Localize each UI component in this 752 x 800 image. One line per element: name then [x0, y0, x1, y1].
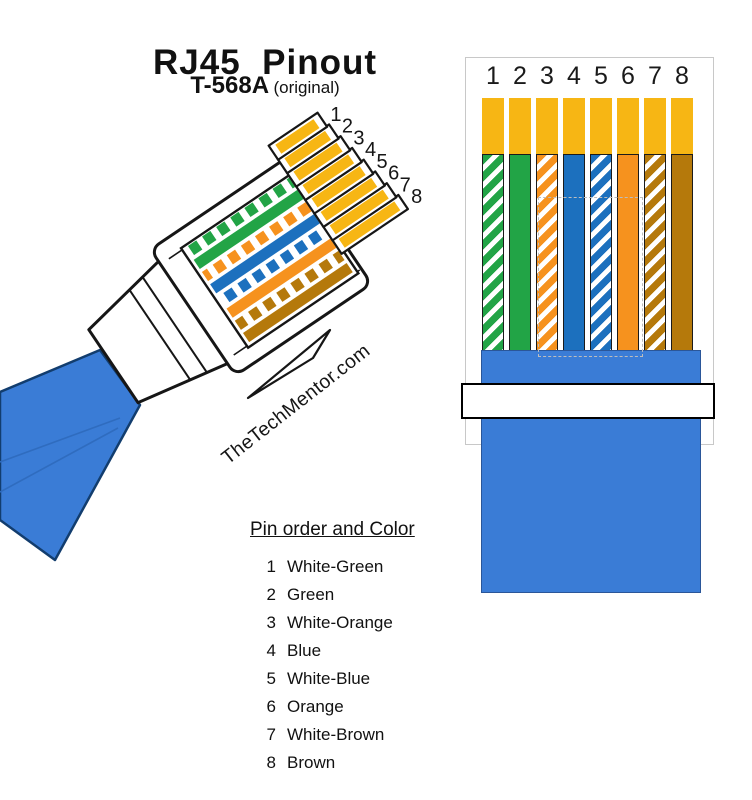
standard-note: (original) [273, 78, 340, 97]
flat-wire-2-green [509, 154, 531, 352]
pin-number-3d-4: 4 [365, 139, 376, 161]
pin-list-item-3: 3 White-Orange [250, 609, 415, 637]
flat-contact-2 [509, 98, 531, 154]
contact-pin-4 [302, 154, 355, 195]
pin-list-item-6: 6 Orange [250, 693, 415, 721]
pin-list-number-6: 6 [266, 697, 276, 716]
contact-pin-8 [338, 201, 401, 248]
standard-subtitle: T-568A (original) [0, 72, 530, 100]
pin-number-3d-8: 8 [411, 186, 422, 208]
pin-number-3d-6: 6 [388, 163, 399, 185]
flat-wire-7-white-brown [644, 154, 666, 352]
flat-wire-6-orange [617, 154, 639, 352]
pin-list-item-8: 8 Brown [250, 749, 415, 777]
dashed-guide-box [538, 197, 643, 357]
pin-list-item-7: 7 White-Brown [250, 721, 415, 749]
pin-list-label-7: White-Brown [287, 725, 385, 744]
flat-pin-number-3: 3 [540, 62, 554, 90]
pin-list-number-8: 8 [266, 753, 276, 772]
pin-list-number-7: 7 [266, 725, 276, 744]
flat-wire-8-brown [671, 154, 693, 352]
pin-list-item-1: 1 White-Green [250, 553, 415, 581]
contact-pin-5 [311, 166, 366, 208]
flat-contact-5 [590, 98, 612, 154]
flat-wire-5-white-blue [590, 154, 612, 352]
standard-name: T-568A [190, 72, 270, 99]
pin-list-label-4: Blue [287, 641, 322, 660]
window-wires [185, 177, 353, 343]
flat-wire-1-white-green [482, 154, 504, 352]
contact-pin-6 [320, 177, 378, 221]
pin-list-item-2: 2 Green [250, 581, 415, 609]
pin-number-3d-7: 7 [400, 174, 411, 196]
pin-list-label-1: White-Green [287, 557, 384, 576]
window-wire-8 [242, 263, 353, 343]
contact-pin-3 [293, 142, 343, 181]
pin-list-label-2: Green [287, 585, 335, 604]
contact-pin-7 [329, 189, 389, 235]
flat-contact-7 [644, 98, 666, 154]
pin-list-heading: Pin order and Color [250, 519, 415, 540]
window-wire-4 [210, 214, 320, 294]
flat-pin-number-5: 5 [594, 62, 608, 90]
flat-wire-3-white-orange [536, 154, 558, 352]
pin-list-number-3: 3 [266, 613, 276, 632]
window-wire-3 [201, 202, 312, 282]
flat-contact-4 [563, 98, 585, 154]
crimp-band [461, 383, 715, 419]
pin-list-label-6: Orange [287, 697, 344, 716]
cable-3d [0, 348, 142, 562]
plug-outline-box [465, 57, 714, 445]
pin-number-3d-5: 5 [377, 151, 388, 173]
pin-list-label-8: Brown [287, 753, 336, 772]
pin-list-number-4: 4 [266, 641, 276, 660]
pin-list-label-3: White-Orange [287, 613, 393, 632]
contact-pin-2 [284, 130, 332, 168]
page-title: RJ45 Pinout [153, 43, 377, 83]
pin-number-3d-1: 1 [330, 104, 341, 126]
window-wire-5 [218, 226, 329, 306]
flat-pin-number-4: 4 [567, 62, 581, 90]
flat-contact-3 [536, 98, 558, 154]
pin-list-item-4: 4 Blue [250, 637, 415, 665]
flat-contact-1 [482, 98, 504, 154]
pin-number-3d-3: 3 [353, 127, 364, 149]
connector-latch [246, 328, 332, 400]
cable-jacket [481, 350, 701, 593]
pin-number-3d-2: 2 [342, 116, 353, 138]
pin-list-label-5: White-Blue [287, 669, 371, 688]
cable-ridge-lines [0, 417, 121, 493]
window-wire-6 [226, 238, 337, 318]
flat-contact-8 [671, 98, 693, 154]
pin-list-number-1: 1 [266, 557, 276, 576]
window-wire-1 [185, 177, 296, 257]
boot-step-lines [128, 276, 209, 382]
contact-pin-1 [275, 119, 320, 154]
flat-pin-number-6: 6 [621, 62, 635, 90]
window-wire-7 [234, 250, 345, 330]
flat-contact-6 [617, 98, 639, 154]
flat-pin-number-8: 8 [675, 62, 689, 90]
flat-wire-4-blue [563, 154, 585, 352]
pin-list-number-5: 5 [266, 669, 276, 688]
pin-list-item-5: 5 White-Blue [250, 665, 415, 693]
pin-list-number-2: 2 [266, 585, 276, 604]
window-wire-2 [193, 189, 304, 269]
flat-pin-number-7: 7 [648, 62, 662, 90]
